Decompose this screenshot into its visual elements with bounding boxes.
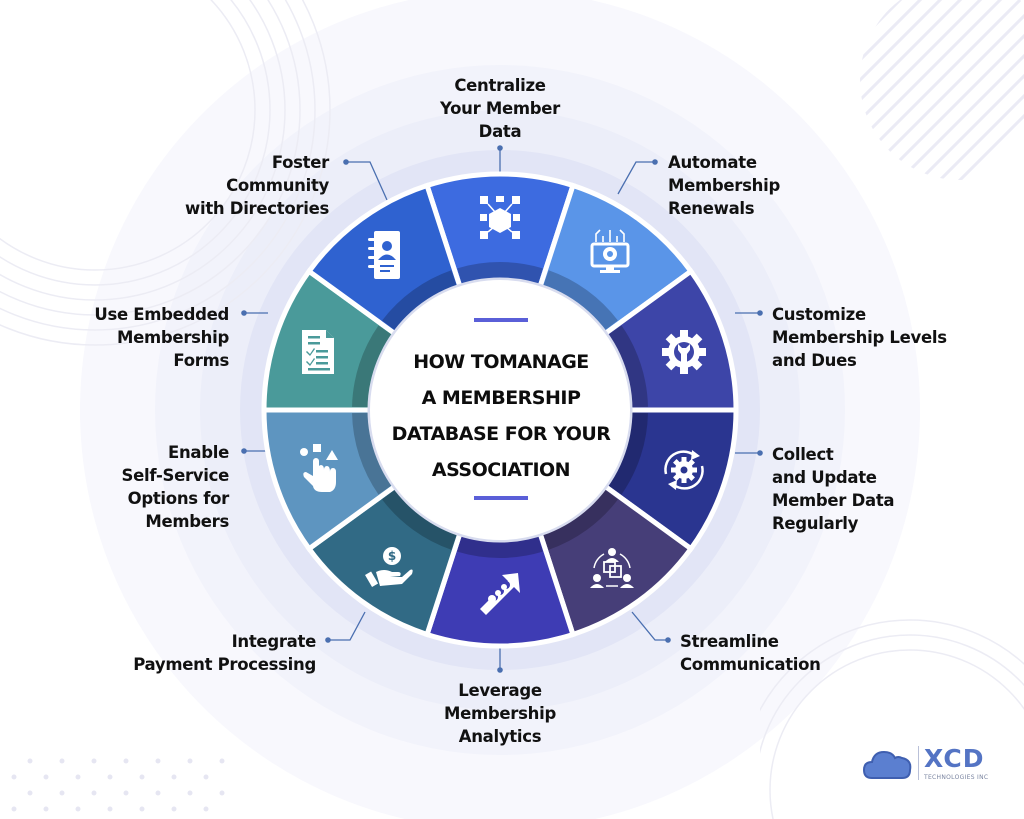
title-line-1: HOW TOMANAGE <box>413 351 589 373</box>
label-line: Self-Service <box>121 466 230 485</box>
label-line: Your Member <box>439 99 561 118</box>
segment-band-streamline <box>542 488 618 550</box>
title-line-3: DATABASE FOR YOUR <box>391 423 611 445</box>
center-circle <box>370 280 630 540</box>
segment-band-integrate <box>382 488 458 550</box>
label-line: Customize <box>772 305 866 324</box>
label-leverage: Leverage Membership Analytics <box>405 679 595 748</box>
segment-band-collect <box>606 412 648 495</box>
decorative-rings-bottom-right <box>760 619 1024 819</box>
contact-book-icon <box>368 231 400 279</box>
label-line: Leverage <box>458 681 542 700</box>
touch-shapes-icon <box>300 444 338 492</box>
company-logo: XCD TECHNOLOGIES INC <box>862 744 1002 784</box>
gear-refresh-icon <box>664 450 704 490</box>
title-line-2: A MEMBERSHIP <box>421 387 581 409</box>
label-line: Foster <box>271 153 329 172</box>
segment-band-embedded <box>352 325 394 408</box>
cloud-icon <box>862 750 912 779</box>
label-integrate: Integrate Payment Processing <box>60 630 316 676</box>
analytics-arrow-icon <box>480 573 520 615</box>
logo-name: XCD <box>924 744 985 773</box>
title-accent-bar-top <box>474 318 528 322</box>
label-line: and Update <box>772 468 877 487</box>
label-enable: Enable Self-Service Options for Members <box>20 441 230 533</box>
label-line: Member Data <box>772 491 895 510</box>
label-line: Renewals <box>668 199 755 218</box>
connector-lines <box>244 148 760 670</box>
label-collect: Collect and Update Member Data Regularly <box>772 443 1012 535</box>
label-embedded: Use Embedded Membership Forms <box>20 303 229 372</box>
segment-band-customize <box>606 325 648 408</box>
label-line: Regularly <box>772 514 859 533</box>
connector-dots <box>241 145 763 673</box>
label-automate: Automate Membership Renewals <box>668 151 868 220</box>
label-line: Automate <box>668 153 757 172</box>
label-streamline: Streamline Communication <box>680 630 920 676</box>
label-line: with Directories <box>185 199 329 218</box>
label-line: Payment Processing <box>133 655 316 674</box>
title-accent-bar-bottom <box>474 496 528 500</box>
monitor-gear-icon <box>590 229 630 273</box>
label-line: Membership Levels <box>772 328 947 347</box>
label-foster: Foster Community with Directories <box>100 151 329 220</box>
label-line: Options for <box>127 489 230 508</box>
logo-subtitle: TECHNOLOGIES INC <box>924 774 989 781</box>
decorative-dots <box>11 758 225 812</box>
checklist-form-icon <box>302 330 334 374</box>
label-line: and Dues <box>772 351 857 370</box>
segment-band-enable <box>352 412 394 495</box>
label-line: Analytics <box>458 727 542 746</box>
label-line: Collect <box>772 445 834 464</box>
label-customize: Customize Membership Levels and Dues <box>772 303 1012 372</box>
decorative-rings-top-left <box>0 0 331 346</box>
label-line: Enable <box>167 443 229 462</box>
title-line-4: ASSOCIATION <box>431 459 571 481</box>
page-title: HOW TOMANAGE A MEMBERSHIP DATABASE FOR Y… <box>370 344 632 488</box>
label-centralize: Centralize Your Member Data <box>405 74 595 143</box>
label-line: Integrate <box>231 632 317 651</box>
label-line: Streamline <box>680 632 779 651</box>
label-line: Members <box>145 512 229 531</box>
label-line: Membership <box>668 176 780 195</box>
label-line: Communication <box>680 655 821 674</box>
gear-wrench-icon <box>662 330 706 374</box>
label-line: Membership <box>117 328 229 347</box>
wheel-inner-band <box>352 262 648 558</box>
label-line: Membership <box>444 704 556 723</box>
segment-band-foster <box>382 270 458 332</box>
label-line: Data <box>478 122 522 141</box>
label-line: Forms <box>173 351 229 370</box>
segment-band-automate <box>542 270 618 332</box>
svg-text:$: $ <box>388 549 396 563</box>
segment-icons: $ <box>300 196 706 615</box>
hand-dollar-icon: $ <box>365 547 413 588</box>
label-line: Community <box>226 176 329 195</box>
label-line: Centralize <box>454 76 546 95</box>
label-line: Use Embedded <box>94 305 229 324</box>
network-cube-icon <box>480 196 520 239</box>
logo-divider <box>918 746 919 780</box>
team-chat-icon <box>590 548 634 588</box>
